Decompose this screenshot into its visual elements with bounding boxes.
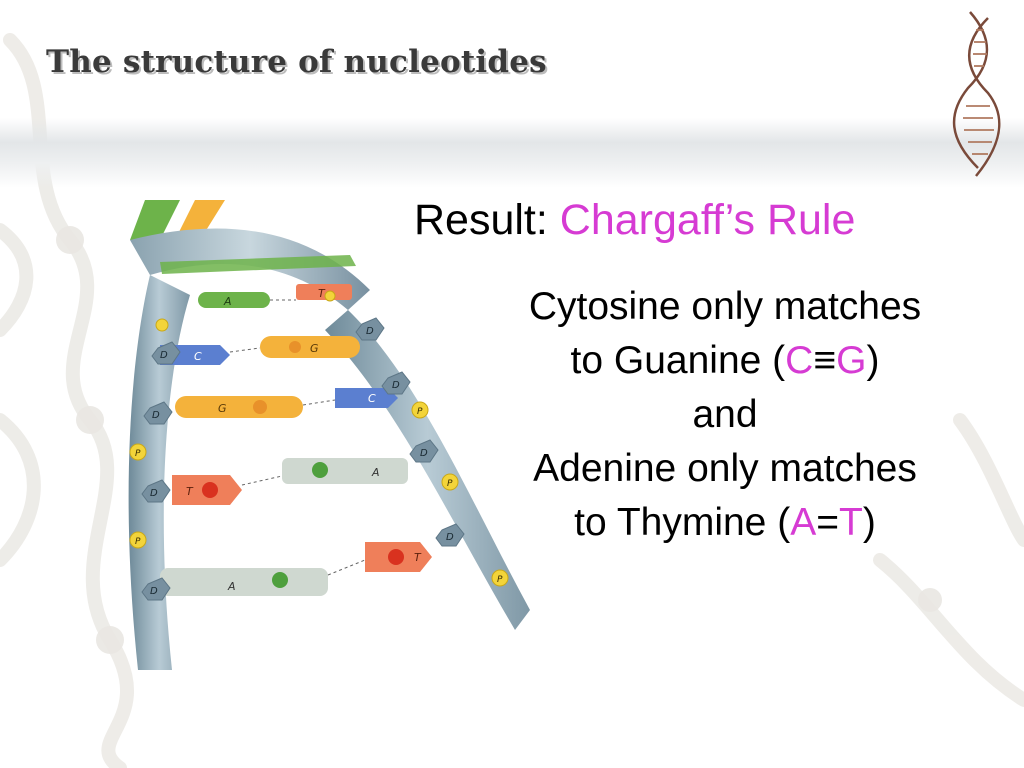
sugar-label: D (150, 586, 158, 597)
phosphate-label: P (135, 449, 141, 459)
base-label: G (310, 342, 319, 355)
dna-ladder-diagram: A T C G G C T (128, 200, 530, 670)
thymine-line: to Thymine (A=T) (440, 496, 1010, 550)
sugar-label: D (420, 448, 428, 459)
phosphate-label: P (135, 537, 141, 547)
thymine-suffix: ) (862, 501, 876, 544)
sugar-label: D (150, 488, 158, 499)
phosphate-label: P (417, 407, 423, 417)
base-c: C (785, 339, 814, 382)
and-line: and (692, 393, 758, 436)
base-pair-rung-2: C G (160, 336, 360, 365)
base-label: A (227, 580, 236, 593)
sugar-label: D (446, 532, 454, 543)
base-label: A (223, 295, 232, 308)
sugar-label: D (366, 326, 374, 337)
sugar-label: D (160, 350, 168, 361)
adenine-line: Adenine only matches (533, 447, 917, 490)
rule-explanation: Cytosine only matches to Guanine (C≡G) a… (440, 280, 1010, 550)
base-pair-rung-4: T A (172, 458, 408, 505)
base-label: C (194, 350, 202, 363)
sugar-label: D (392, 380, 400, 391)
triple-bond: ≡ (813, 339, 837, 382)
header-band (0, 118, 1024, 188)
base-label: T (186, 485, 194, 498)
guanine-suffix: ) (866, 339, 880, 382)
sugar-label: D (152, 410, 160, 421)
base-a: A (790, 501, 817, 544)
chargaff-rule-text: Chargaff’s Rule (559, 196, 856, 244)
cytosine-line: Cytosine only matches (528, 285, 922, 328)
phosphate-label: P (497, 575, 503, 585)
result-prefix: Result: (414, 196, 548, 244)
base-pair-rung-5: A T (160, 542, 432, 596)
slide-title: The structure of nucleotides (46, 44, 547, 80)
guanine-prefix: to Guanine ( (570, 339, 786, 382)
base-label: T (318, 287, 326, 300)
double-bond: = (816, 501, 839, 544)
result-heading: Result: Chargaff’s Rule (414, 196, 855, 245)
base-pair-rung-3: G C (175, 388, 398, 418)
guanine-line: to Guanine (C≡G) (440, 334, 1010, 388)
dna-helix-icon (952, 11, 1001, 177)
thymine-prefix: to Thymine ( (574, 501, 791, 544)
phosphate-label: P (447, 479, 453, 489)
base-label: C (368, 392, 376, 405)
base-pair-rung-1: A T (198, 284, 352, 308)
base-label: T (414, 551, 422, 564)
base-t: T (839, 501, 863, 544)
base-label: G (218, 402, 227, 415)
base-label: A (371, 466, 380, 479)
base-g: G (836, 339, 867, 382)
